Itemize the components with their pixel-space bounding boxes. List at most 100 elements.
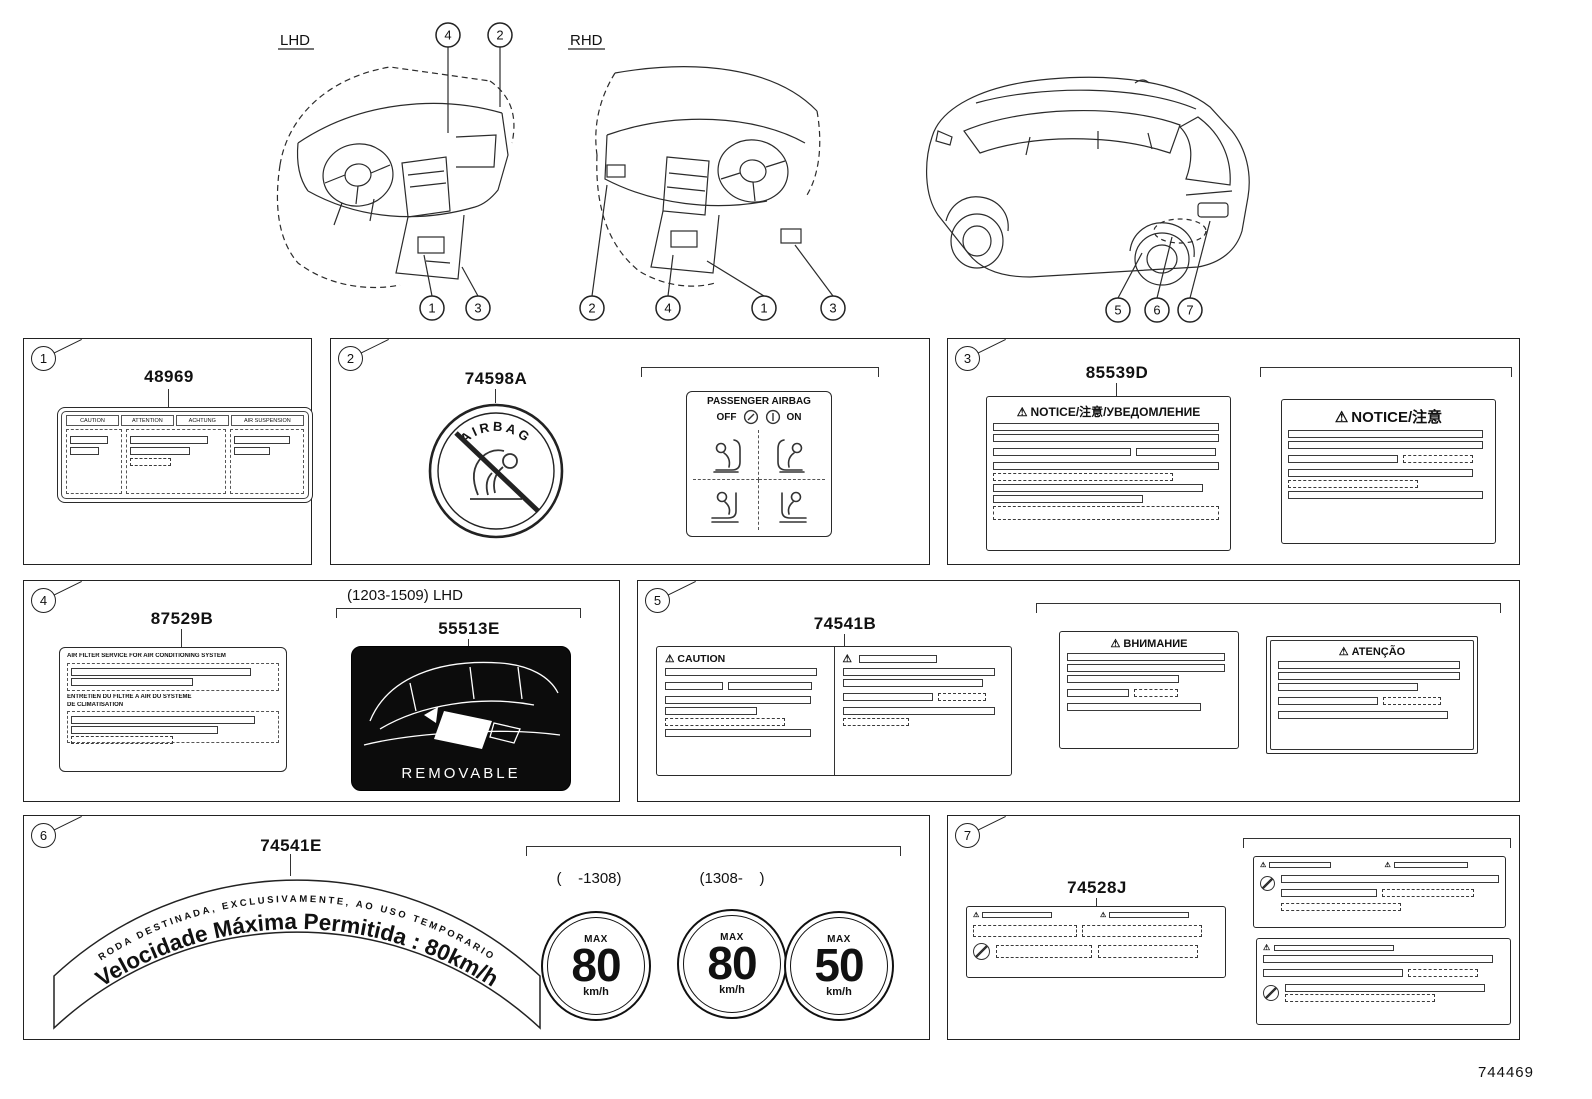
greeked-line bbox=[1382, 889, 1474, 897]
panel-4-number: 4 bbox=[31, 588, 56, 613]
greeked-line bbox=[1281, 889, 1377, 897]
notice-header-right: NOTICE/注意 bbox=[1351, 409, 1443, 426]
caution-label-variant-b: ⚠ bbox=[1256, 938, 1511, 1025]
greeked-line bbox=[1288, 469, 1473, 477]
filter-label-text-fr1: ENTRETIEN DU FILTRE A AIR DU SYSTEME bbox=[67, 693, 192, 700]
callout-3-lhd: 3 bbox=[465, 295, 491, 321]
panel-4-number-text: 4 bbox=[39, 593, 48, 608]
speed-limit-sign-80-b: MAX 80 km/h bbox=[677, 909, 787, 1019]
booster-seat-icon bbox=[710, 491, 739, 523]
panel-3-part-number: 85539D bbox=[1085, 363, 1149, 382]
removable-deck-label: REMOVABLE bbox=[351, 646, 571, 791]
notice-header-left: NOTICE/注意/УВЕДОМЛЕНИЕ bbox=[1030, 405, 1201, 419]
label-bracket bbox=[526, 846, 901, 856]
svg-text:4: 4 bbox=[664, 301, 671, 316]
header-cell: ACHTUNG bbox=[175, 415, 229, 426]
greeked-line bbox=[1383, 697, 1441, 705]
passenger-airbag-title: PASSENGER AIRBAG bbox=[707, 396, 811, 407]
svg-text:1: 1 bbox=[760, 301, 767, 316]
max-text: MAX bbox=[827, 934, 851, 946]
vnimanie-label: ⚠ВНИМАНИЕ bbox=[1059, 631, 1239, 749]
panel-number-tab bbox=[666, 581, 697, 597]
greeked-line bbox=[996, 945, 1092, 958]
greeked-text-block bbox=[126, 429, 226, 494]
seat-cell bbox=[693, 480, 759, 530]
prohibition-circle-icon bbox=[1260, 876, 1275, 891]
off-on-row: OFF ON bbox=[687, 409, 831, 425]
label-header-row: CAUTION ATTENTION ACHTUNG AIR SUSPENSION bbox=[66, 415, 304, 426]
label-bracket bbox=[1260, 367, 1512, 377]
greeked-line bbox=[842, 693, 933, 701]
label-header-row: ⚠ ⚠ bbox=[1260, 861, 1499, 869]
greeked-line bbox=[1269, 862, 1332, 868]
vnimanie-header: ВНИМАНИЕ bbox=[1123, 638, 1188, 650]
temporary-wheel-arc-label: RODA DESTINADA, EXCLUSIVAMENTE, AO USO T… bbox=[53, 879, 541, 1030]
variant-range-text: (1203-1509) LHD bbox=[347, 587, 463, 604]
warning-triangle-icon: ⚠ bbox=[1016, 405, 1028, 419]
label-header-row: ⚠ bbox=[1263, 943, 1504, 952]
header-cell: CAUTION bbox=[66, 415, 119, 426]
warning-triangle-icon: ⚠ bbox=[1110, 638, 1121, 650]
panel-3: 3 85539D ⚠NOTICE/注意/УВЕДОМЛЕНИЕ ⚠NOTICE/… bbox=[947, 338, 1520, 565]
greeked-line bbox=[728, 682, 812, 690]
panel-5-number: 5 bbox=[645, 588, 670, 613]
warning-triangle-icon: ⚠ bbox=[1263, 943, 1271, 952]
greeked-line bbox=[71, 667, 251, 676]
label-header-row: ⚠ ⚠ bbox=[973, 911, 1219, 919]
lhd-dashboard-drawing: LHD bbox=[276, 22, 515, 321]
seat-cell bbox=[759, 480, 825, 530]
greeked-line bbox=[842, 718, 909, 726]
greeked-line bbox=[1278, 661, 1460, 669]
greeked-line bbox=[1263, 955, 1493, 963]
leader-line bbox=[168, 389, 170, 407]
callout-1-rhd: 1 bbox=[751, 295, 777, 321]
lhd-label: LHD bbox=[278, 32, 314, 50]
leader-line bbox=[844, 634, 846, 646]
panel-2-number: 2 bbox=[338, 346, 363, 371]
air-filter-service-label: AIR FILTER SERVICE FOR AIR CONDITIONING … bbox=[59, 647, 287, 772]
callout-4-lhd: 4 bbox=[435, 22, 461, 48]
caution-label-variant-a: ⚠ ⚠ bbox=[1253, 856, 1506, 928]
greeked-line bbox=[1393, 862, 1468, 868]
greeked-line bbox=[665, 707, 757, 715]
kmh-text: km/h bbox=[826, 985, 852, 998]
leader-line bbox=[468, 639, 470, 646]
greeked-line bbox=[1403, 455, 1473, 463]
panel-6-number: 6 bbox=[31, 823, 56, 848]
lhd-dashboard-art bbox=[276, 47, 515, 297]
greeked-line bbox=[993, 434, 1219, 442]
svg-text:4: 4 bbox=[444, 28, 451, 43]
leader-line bbox=[1096, 898, 1098, 906]
off-label: OFF bbox=[716, 411, 737, 423]
greeked-line bbox=[937, 693, 986, 701]
panel-4: 4 87529B AIR FILTER SERVICE FOR AIR COND… bbox=[23, 580, 620, 802]
panel-1-part-number: 48969 bbox=[144, 367, 194, 386]
panel-4-part-number: 87529B bbox=[150, 609, 214, 628]
greeked-text-block bbox=[66, 429, 122, 494]
label-inner-border bbox=[61, 411, 309, 499]
steering-wheel bbox=[717, 139, 789, 203]
svg-text:5: 5 bbox=[1114, 303, 1121, 318]
callout-7-rear: 7 bbox=[1177, 297, 1203, 323]
panel-number-tab bbox=[52, 339, 83, 355]
atencao-label: ⚠ATENÇÃO bbox=[1266, 636, 1478, 754]
caution-column-left: ⚠CAUTION bbox=[657, 647, 835, 775]
greeked-line bbox=[993, 506, 1219, 520]
greeked-text-block bbox=[67, 711, 279, 745]
header-cell: ATTENTION bbox=[120, 415, 174, 426]
label-bracket bbox=[1036, 603, 1501, 613]
leader-line bbox=[495, 389, 497, 403]
greeked-line bbox=[71, 726, 218, 735]
panel-3-number: 3 bbox=[955, 346, 980, 371]
greeked-line bbox=[858, 655, 937, 663]
filter-label-text-en: AIR FILTER SERVICE FOR AIR CONDITIONING … bbox=[67, 653, 226, 659]
speed-limit-sign-50: MAX 50 km/h bbox=[784, 911, 894, 1021]
panel-7-part-number: 74528J bbox=[1067, 878, 1127, 897]
max-text: MAX bbox=[720, 932, 744, 944]
greeked-line bbox=[973, 925, 1077, 937]
key-switch-off-icon bbox=[743, 409, 758, 425]
warning-triangle-icon: ⚠ bbox=[1260, 862, 1267, 869]
atencao-header: ATENÇÃO bbox=[1351, 646, 1406, 658]
greeked-line bbox=[1288, 455, 1398, 463]
seat-pictogram-grid bbox=[693, 430, 825, 530]
